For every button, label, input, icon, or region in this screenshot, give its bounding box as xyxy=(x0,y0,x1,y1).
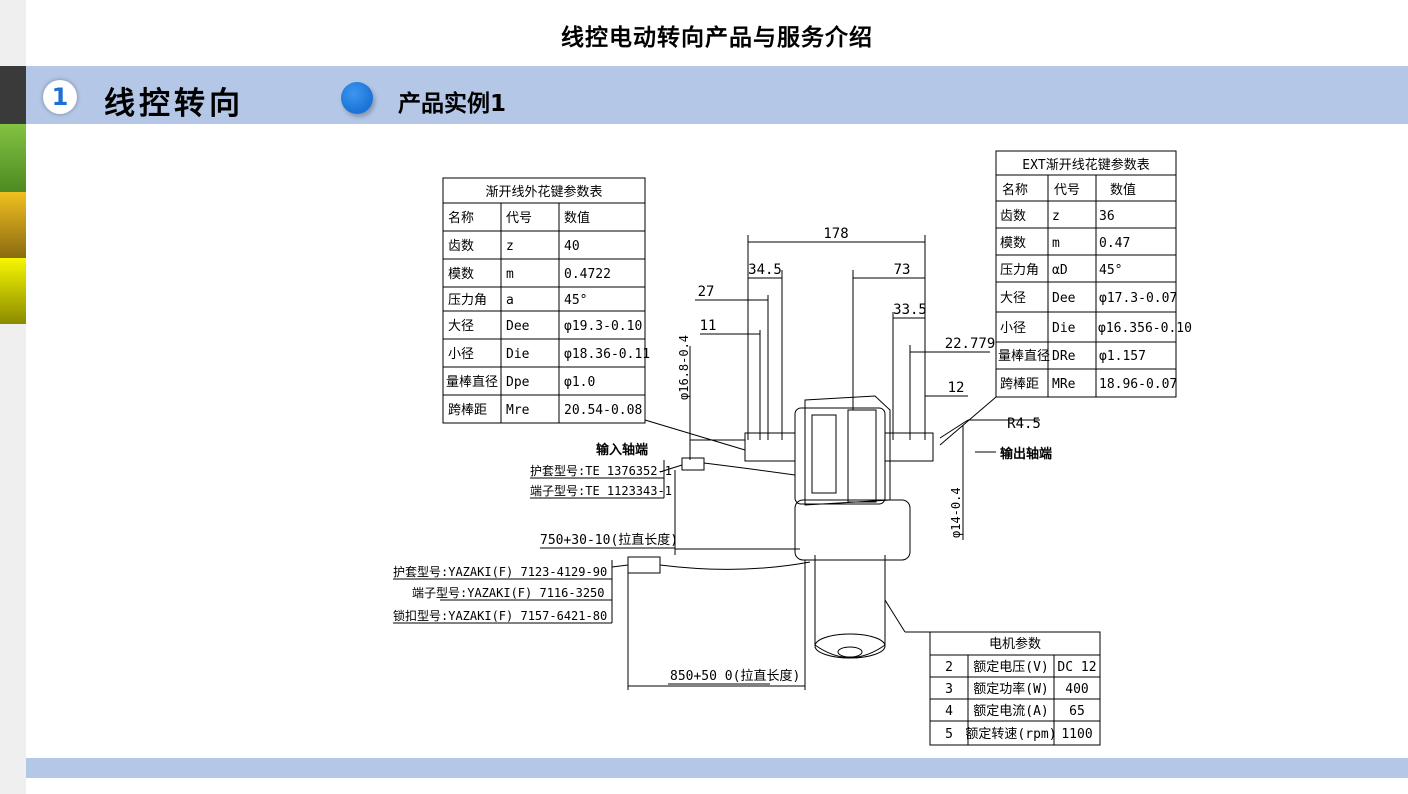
ext-cell: 模数 xyxy=(448,267,474,282)
ext-cell: 跨棒距 xyxy=(448,403,487,418)
ext-header-name: 名称 xyxy=(448,210,474,226)
ext-cell: Dee xyxy=(506,319,530,334)
dim-33-5: 33.5 xyxy=(893,302,927,318)
ext-cell: φ19.3-0.10 xyxy=(564,319,642,334)
dim-73: 73 xyxy=(894,262,911,278)
motor-cell: 额定功率(W) xyxy=(973,681,1048,697)
dim-11: 11 xyxy=(700,318,717,334)
motor-cell: DC 12 xyxy=(1057,660,1096,675)
ext-cell: φ1.0 xyxy=(564,375,595,390)
int-cell: Die xyxy=(1052,321,1076,336)
dim-len750: 750+30-10(拉直长度) xyxy=(540,532,678,548)
ext-cell: 40 xyxy=(564,239,580,254)
int-cell: z xyxy=(1052,209,1060,224)
int-cell: 36 xyxy=(1099,209,1115,224)
int-cell: φ1.157 xyxy=(1099,349,1146,364)
int-table-title: EXT渐开线花键参数表 xyxy=(1022,157,1149,173)
int-cell: 0.47 xyxy=(1099,236,1130,251)
section-number-badge: 1 xyxy=(43,80,77,114)
ext-cell: Dpe xyxy=(506,375,530,390)
output-end-label: 输出轴端 xyxy=(1000,446,1052,462)
int-cell: m xyxy=(1052,236,1060,251)
dim-22-779: 22.779 xyxy=(945,336,996,352)
left-rail xyxy=(0,0,26,794)
sheath2-label: 护套型号:YAZAKI(F) 7123-4129-90 xyxy=(393,565,607,579)
section-title: 线控转向 xyxy=(104,86,244,122)
motor-cell: 3 xyxy=(945,682,953,697)
int-cell: 大径 xyxy=(1000,291,1026,306)
int-cell: 18.96-0.07 xyxy=(1099,377,1177,392)
bullet-dot-icon xyxy=(341,82,373,114)
ext-cell: φ18.36-0.11 xyxy=(564,347,650,362)
ext-cell: a xyxy=(506,293,514,308)
motor-cell: 65 xyxy=(1069,704,1085,719)
rail-segment-dark xyxy=(0,66,26,124)
input-end-label: 输入轴端 xyxy=(596,442,648,458)
ext-cell: 20.54-0.08 xyxy=(564,403,642,418)
int-header-value: 数值 xyxy=(1110,182,1136,198)
int-cell: 跨棒距 xyxy=(1000,377,1039,392)
ext-cell: 大径 xyxy=(448,319,474,334)
ext-header-value: 数值 xyxy=(564,210,590,226)
motor-cell: 2 xyxy=(945,660,953,675)
dim-r4-5: R4.5 xyxy=(1007,416,1041,432)
int-cell: 压力角 xyxy=(1000,263,1039,278)
ext-cell: Die xyxy=(506,347,530,362)
dim-34-5: 34.5 xyxy=(748,262,782,278)
footer-band xyxy=(26,758,1408,778)
engineering-drawing: 渐开线外花键参数表 名称 代号 数值 齿数 z 40 模数 m 0.4722 压… xyxy=(393,150,1192,746)
sheath1-label: 护套型号:TE 1376352-1 xyxy=(530,464,672,478)
section-header-band xyxy=(26,66,1408,124)
int-header-code: 代号 xyxy=(1054,183,1080,198)
int-cell: αD xyxy=(1052,263,1068,278)
ext-cell: 压力角 xyxy=(448,293,487,308)
motor-cell: 5 xyxy=(945,727,953,742)
ext-cell: 齿数 xyxy=(448,239,474,254)
dim-27: 27 xyxy=(698,284,715,300)
motor-table-title: 电机参数 xyxy=(989,636,1041,652)
int-cell: φ16.356-0.10 xyxy=(1098,321,1192,336)
section-subtitle: 产品实例1 xyxy=(398,91,507,117)
rail-segment-gold xyxy=(0,192,26,258)
ext-cell: 小径 xyxy=(448,347,474,362)
ext-cell: Mre xyxy=(506,403,530,418)
int-header-name: 名称 xyxy=(1002,182,1028,198)
int-cell: Dee xyxy=(1052,291,1076,306)
int-cell: 45° xyxy=(1099,263,1122,278)
int-cell: MRe xyxy=(1052,377,1076,392)
motor-cell: 400 xyxy=(1065,682,1088,697)
dim-phi14: φ14-0.4 xyxy=(949,487,963,538)
motor-cell: 额定电流(A) xyxy=(973,704,1048,719)
int-cell: 齿数 xyxy=(1000,209,1026,224)
int-cell: 小径 xyxy=(1000,321,1026,336)
motor-cell: 额定电压(V) xyxy=(973,660,1048,675)
rail-segment-yellow xyxy=(0,258,26,324)
motor-cell: 4 xyxy=(945,704,953,719)
int-cell: DRe xyxy=(1052,349,1076,364)
terminal2-label: 端子型号:YAZAKI(F) 7116-3250 xyxy=(412,586,605,600)
ext-cell: z xyxy=(506,239,514,254)
dim-178: 178 xyxy=(823,226,848,242)
ext-cell: 45° xyxy=(564,293,587,308)
lock2-label: 锁扣型号:YAZAKI(F) 7157-6421-80 xyxy=(393,608,607,623)
int-cell: 模数 xyxy=(1000,236,1026,251)
slide-title: 线控电动转向产品与服务介绍 xyxy=(561,25,873,51)
ext-header-code: 代号 xyxy=(506,211,532,226)
motor-cell: 额定转速(rpm) xyxy=(965,727,1056,742)
ext-cell: 0.4722 xyxy=(564,267,611,282)
ext-cell: m xyxy=(506,267,514,282)
int-cell: 量棒直径 xyxy=(998,349,1050,364)
int-cell: φ17.3-0.07 xyxy=(1099,291,1177,306)
dim-12: 12 xyxy=(948,380,965,396)
ext-cell: 量棒直径 xyxy=(446,375,498,390)
terminal1-label: 端子型号:TE 1123343-1 xyxy=(530,484,672,498)
ext-table-title: 渐开线外花键参数表 xyxy=(485,184,602,200)
dim-len850: 850+50 0(拉直长度) xyxy=(670,668,800,684)
rail-segment-green xyxy=(0,124,26,192)
dim-phi16-8: φ16.8-0.4 xyxy=(677,335,691,400)
motor-cell: 1100 xyxy=(1061,727,1092,742)
